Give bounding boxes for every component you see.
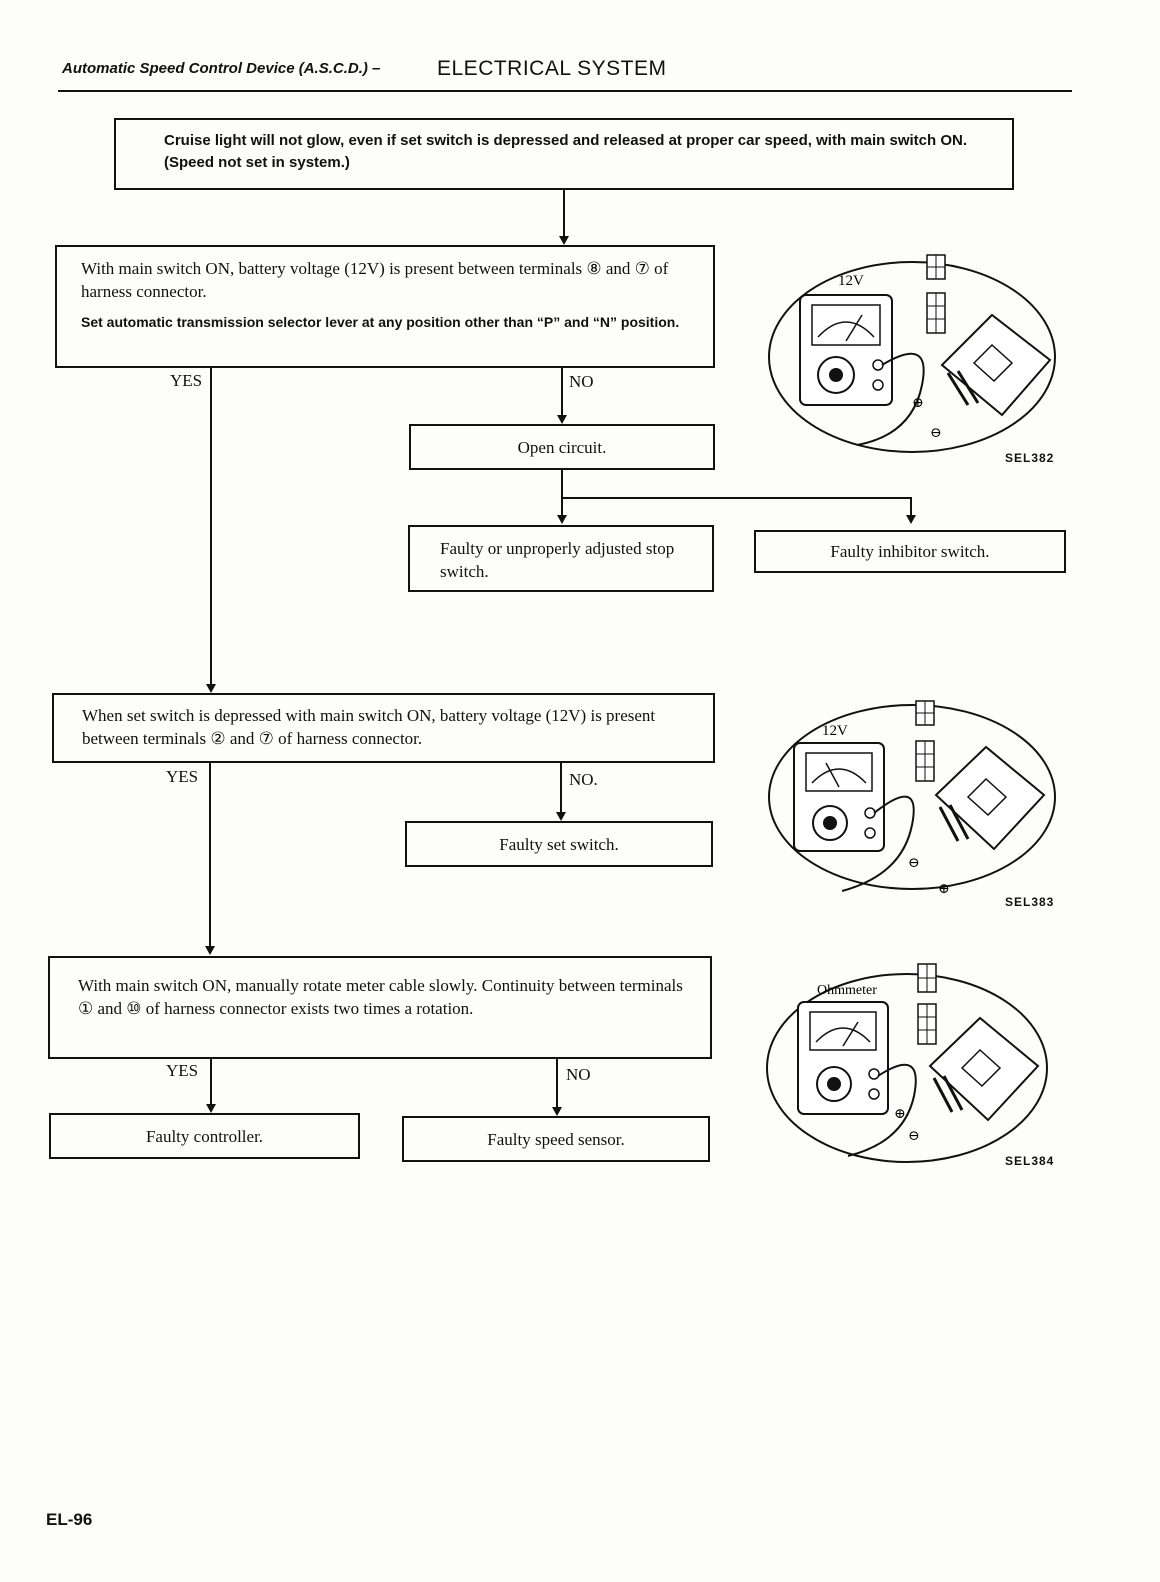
arrow-inhibitor-switch bbox=[906, 515, 916, 524]
step2-check-box: When set switch is depressed with main s… bbox=[52, 693, 715, 763]
figure-outline bbox=[768, 261, 1056, 453]
multimeter-icon bbox=[799, 294, 893, 406]
step3-check-box: With main switch ON, manually rotate met… bbox=[48, 956, 712, 1059]
arrow-step1 bbox=[559, 236, 569, 245]
figure-outline bbox=[766, 973, 1048, 1163]
inhibitor-switch-text: Faulty inhibitor switch. bbox=[830, 542, 990, 561]
connector-block-icon bbox=[917, 963, 937, 1045]
step3-yes-line bbox=[210, 1059, 212, 1104]
step2-no-line bbox=[560, 763, 562, 812]
step2-check-text: When set switch is depressed with main s… bbox=[82, 706, 656, 748]
arrow-step2 bbox=[206, 684, 216, 693]
multimeter-icon bbox=[793, 742, 885, 852]
multimeter-icon bbox=[797, 1001, 889, 1115]
set-switch-box: Faulty set switch. bbox=[405, 821, 713, 867]
step1-check-box: With main switch ON, battery voltage (12… bbox=[55, 245, 715, 368]
plus-mark: ⊕ bbox=[938, 882, 950, 897]
figure-sel382: 12V ⊕ ⊖ bbox=[768, 254, 1056, 453]
minus-mark: ⊖ bbox=[930, 426, 942, 441]
arrow-step3 bbox=[205, 946, 215, 955]
step2-yes-label: YES bbox=[166, 767, 199, 786]
open-circuit-text: Open circuit. bbox=[517, 437, 607, 457]
figure-outline bbox=[768, 704, 1056, 890]
stop-switch-box: Faulty or unproperly adjusted stop switc… bbox=[408, 525, 714, 592]
control-unit-icon bbox=[940, 313, 1052, 417]
step1-check-text: With main switch ON, battery voltage (12… bbox=[81, 259, 669, 301]
step1-yes-label: YES bbox=[170, 371, 203, 390]
symptom-box: Cruise light will not glow, even if set … bbox=[114, 118, 1014, 190]
header-rule bbox=[58, 90, 1072, 92]
meter-label: Ohmmeter bbox=[817, 983, 877, 998]
step3-no-line bbox=[556, 1059, 558, 1107]
figure-ref-sel383: SEL383 bbox=[1005, 895, 1055, 909]
test-lead bbox=[841, 795, 915, 892]
plus-mark: ⊕ bbox=[912, 396, 924, 411]
meter-label: 12V bbox=[822, 723, 848, 739]
minus-mark: ⊖ bbox=[908, 1129, 920, 1144]
minus-mark: ⊖ bbox=[908, 856, 920, 871]
step3-no-arrow bbox=[552, 1107, 562, 1116]
figure-sel384: Ohmmeter ⊕ ⊖ bbox=[766, 963, 1048, 1163]
step3-yes-label: YES bbox=[166, 1061, 199, 1080]
figure-ref-sel382: SEL382 bbox=[1005, 451, 1055, 465]
arrow-stop-switch bbox=[557, 515, 567, 524]
step1-no-arrow bbox=[557, 415, 567, 424]
test-lead bbox=[856, 352, 925, 446]
inhibitor-switch-box: Faulty inhibitor switch. bbox=[754, 530, 1066, 573]
header-title: ELECTRICAL SYSTEM bbox=[437, 57, 667, 80]
header-section: Automatic Speed Control Device (A.S.C.D.… bbox=[62, 60, 381, 77]
control-unit-icon bbox=[934, 745, 1046, 851]
step3-yes-arrow bbox=[206, 1104, 216, 1113]
stop-switch-text: Faulty or unproperly adjusted stop switc… bbox=[440, 539, 675, 581]
connector-block-icon bbox=[915, 700, 935, 782]
open-circuit-down-line bbox=[561, 470, 563, 516]
open-circuit-box: Open circuit. bbox=[409, 424, 715, 470]
step3-check-text: With main switch ON, manually rotate met… bbox=[78, 976, 683, 1018]
step1-no-line bbox=[561, 368, 563, 415]
plus-mark: ⊕ bbox=[894, 1107, 906, 1122]
step2-no-label: NO. bbox=[569, 770, 598, 789]
connector-block-icon bbox=[926, 254, 946, 334]
step1-no-label: NO bbox=[569, 372, 594, 391]
step2-no-arrow bbox=[556, 812, 566, 821]
open-circuit-branch-line bbox=[561, 497, 912, 499]
set-switch-text: Faulty set switch. bbox=[499, 834, 619, 854]
faulty-controller-text: Faulty controller. bbox=[145, 1126, 264, 1146]
connector-symptom-step1 bbox=[563, 190, 565, 236]
branch-right-line bbox=[910, 497, 912, 516]
faulty-speed-sensor-text: Faulty speed sensor. bbox=[487, 1129, 625, 1149]
step3-no-label: NO bbox=[566, 1065, 591, 1084]
test-lead bbox=[847, 1063, 917, 1157]
faulty-speed-sensor-box: Faulty speed sensor. bbox=[402, 1116, 710, 1162]
step1-note-text: Set automatic transmission selector leve… bbox=[81, 314, 680, 330]
page-number: EL-96 bbox=[46, 1510, 93, 1529]
figure-sel383: 12V ⊖ ⊕ bbox=[768, 700, 1056, 897]
step2-yes-line bbox=[209, 763, 211, 946]
step1-yes-line bbox=[210, 368, 212, 684]
figure-ref-sel384: SEL384 bbox=[1005, 1154, 1055, 1168]
symptom-text: Cruise light will not glow, even if set … bbox=[164, 132, 967, 171]
faulty-controller-box: Faulty controller. bbox=[49, 1113, 360, 1159]
meter-label: 12V bbox=[838, 273, 864, 289]
control-unit-icon bbox=[928, 1016, 1040, 1122]
